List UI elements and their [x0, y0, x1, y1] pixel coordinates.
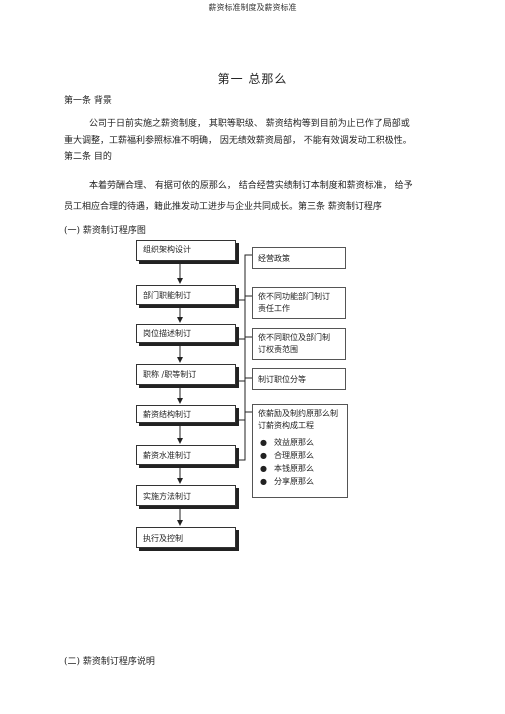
- note-connector: [236, 295, 252, 340]
- note-salary-principles: 依薪励及制约原那么制 订薪资构成工程 效益原那么 合理原那么 本钱原那么 分享原…: [252, 404, 348, 498]
- article-2-text-line-2: 员工相应合理的待遇，籍此推发动工进步与企业共同成长。第三条 薪资制订程序: [64, 202, 382, 212]
- article-2-title: 第二条 目的: [64, 152, 112, 162]
- flow-step-job-description: 岗位描述制订: [136, 324, 236, 343]
- article-1-text-line-2: 重大调整，工薪福利参照标准不明确， 因无绩效薪资局部， 不能有效调发动工积极性。: [64, 136, 412, 146]
- note-connector: [236, 254, 252, 301]
- note-position-grading: 制订职位分等: [252, 368, 346, 390]
- note-dept-responsibility: 依不同功能部门制订 责任工作: [252, 287, 346, 319]
- flow-step-execution-control: 执行及控制: [136, 527, 236, 548]
- note-line: 依薪励及制约原那么制: [258, 409, 338, 418]
- flow-step-salary-level: 薪资水准制订: [136, 445, 236, 465]
- note-business-policy: 经营政策: [252, 247, 346, 269]
- section-2-title: (二) 薪资制订程序说明: [64, 657, 155, 667]
- note-line: 订薪资构成工程: [258, 421, 314, 430]
- section-1-title: (一) 薪资制订程序图: [64, 226, 146, 236]
- chapter-title: 第一 总那么: [217, 72, 288, 86]
- principle-list: 效益原那么 合理原那么 本钱原那么 分享原那么: [258, 436, 342, 488]
- article-2-text-line-1: 本着劳酬合理、 有据可依的原那么， 结合经营实绩制订本制度和薪资标准， 给予: [89, 181, 413, 191]
- principle-item: 本钱原那么: [260, 462, 342, 475]
- flow-step-salary-structure: 薪资结构制订: [136, 405, 236, 423]
- principle-item: 合理原那么: [260, 449, 342, 462]
- note-connector: [236, 411, 252, 461]
- note-authority-scope: 依不同职位及部门制 订权责范围: [252, 328, 346, 360]
- note-connector: [236, 377, 252, 421]
- flow-step-title-grade: 职称 /职等制订: [136, 364, 236, 385]
- note-line: 依不同功能部门制订: [258, 292, 330, 301]
- principle-item: 分享原那么: [260, 475, 342, 488]
- principle-item: 效益原那么: [260, 436, 342, 449]
- flow-step-dept-function: 部门职能制订: [136, 285, 236, 305]
- flow-step-implementation: 实施方法制订: [136, 485, 236, 506]
- note-line: 责任工作: [258, 304, 290, 313]
- article-1-text-line-1: 公司于日前实施之薪资制度， 其职等职级、 薪资结构等到目前为止已作了局部或: [89, 119, 410, 129]
- note-line: 依不同职位及部门制: [258, 333, 330, 342]
- flow-step-org-design: 组织架构设计: [136, 240, 236, 261]
- note-line: 订权责范围: [258, 345, 298, 354]
- article-1-title: 第一条 背景: [64, 96, 112, 106]
- page-header: 薪资标准制度及薪资标准: [208, 3, 297, 12]
- note-connector: [236, 336, 252, 382]
